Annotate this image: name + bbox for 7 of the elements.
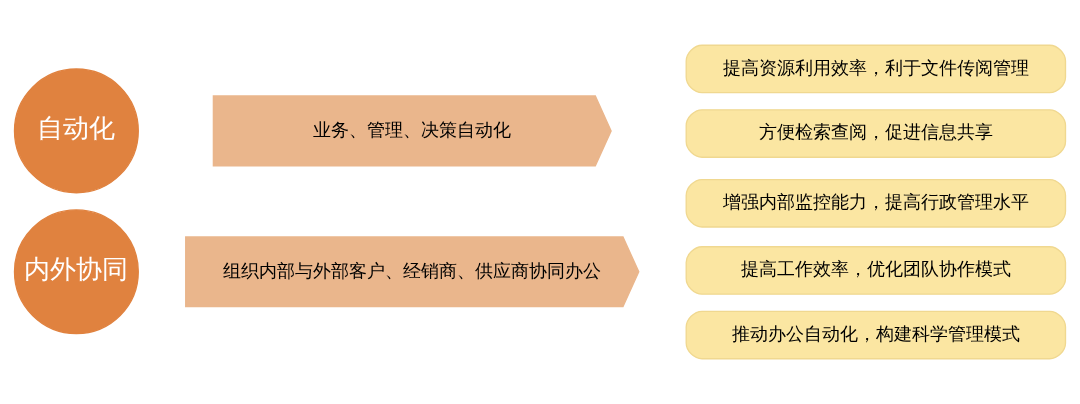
node-box: 方便检索查阅，促进信息共享 — [685, 109, 1067, 158]
node-circle: 自动化 — [13, 68, 139, 194]
node-box: 推动办公自动化，构建科学管理模式 — [685, 310, 1067, 360]
node-circle: 内外协同 — [13, 209, 139, 335]
node-box: 增强内部监控能力，提高行政管理水平 — [685, 178, 1067, 228]
node-box: 提高资源利用效率，利于文件传阅管理 — [685, 44, 1067, 94]
node-box: 提高工作效率，优化团队协作模式 — [685, 246, 1067, 295]
